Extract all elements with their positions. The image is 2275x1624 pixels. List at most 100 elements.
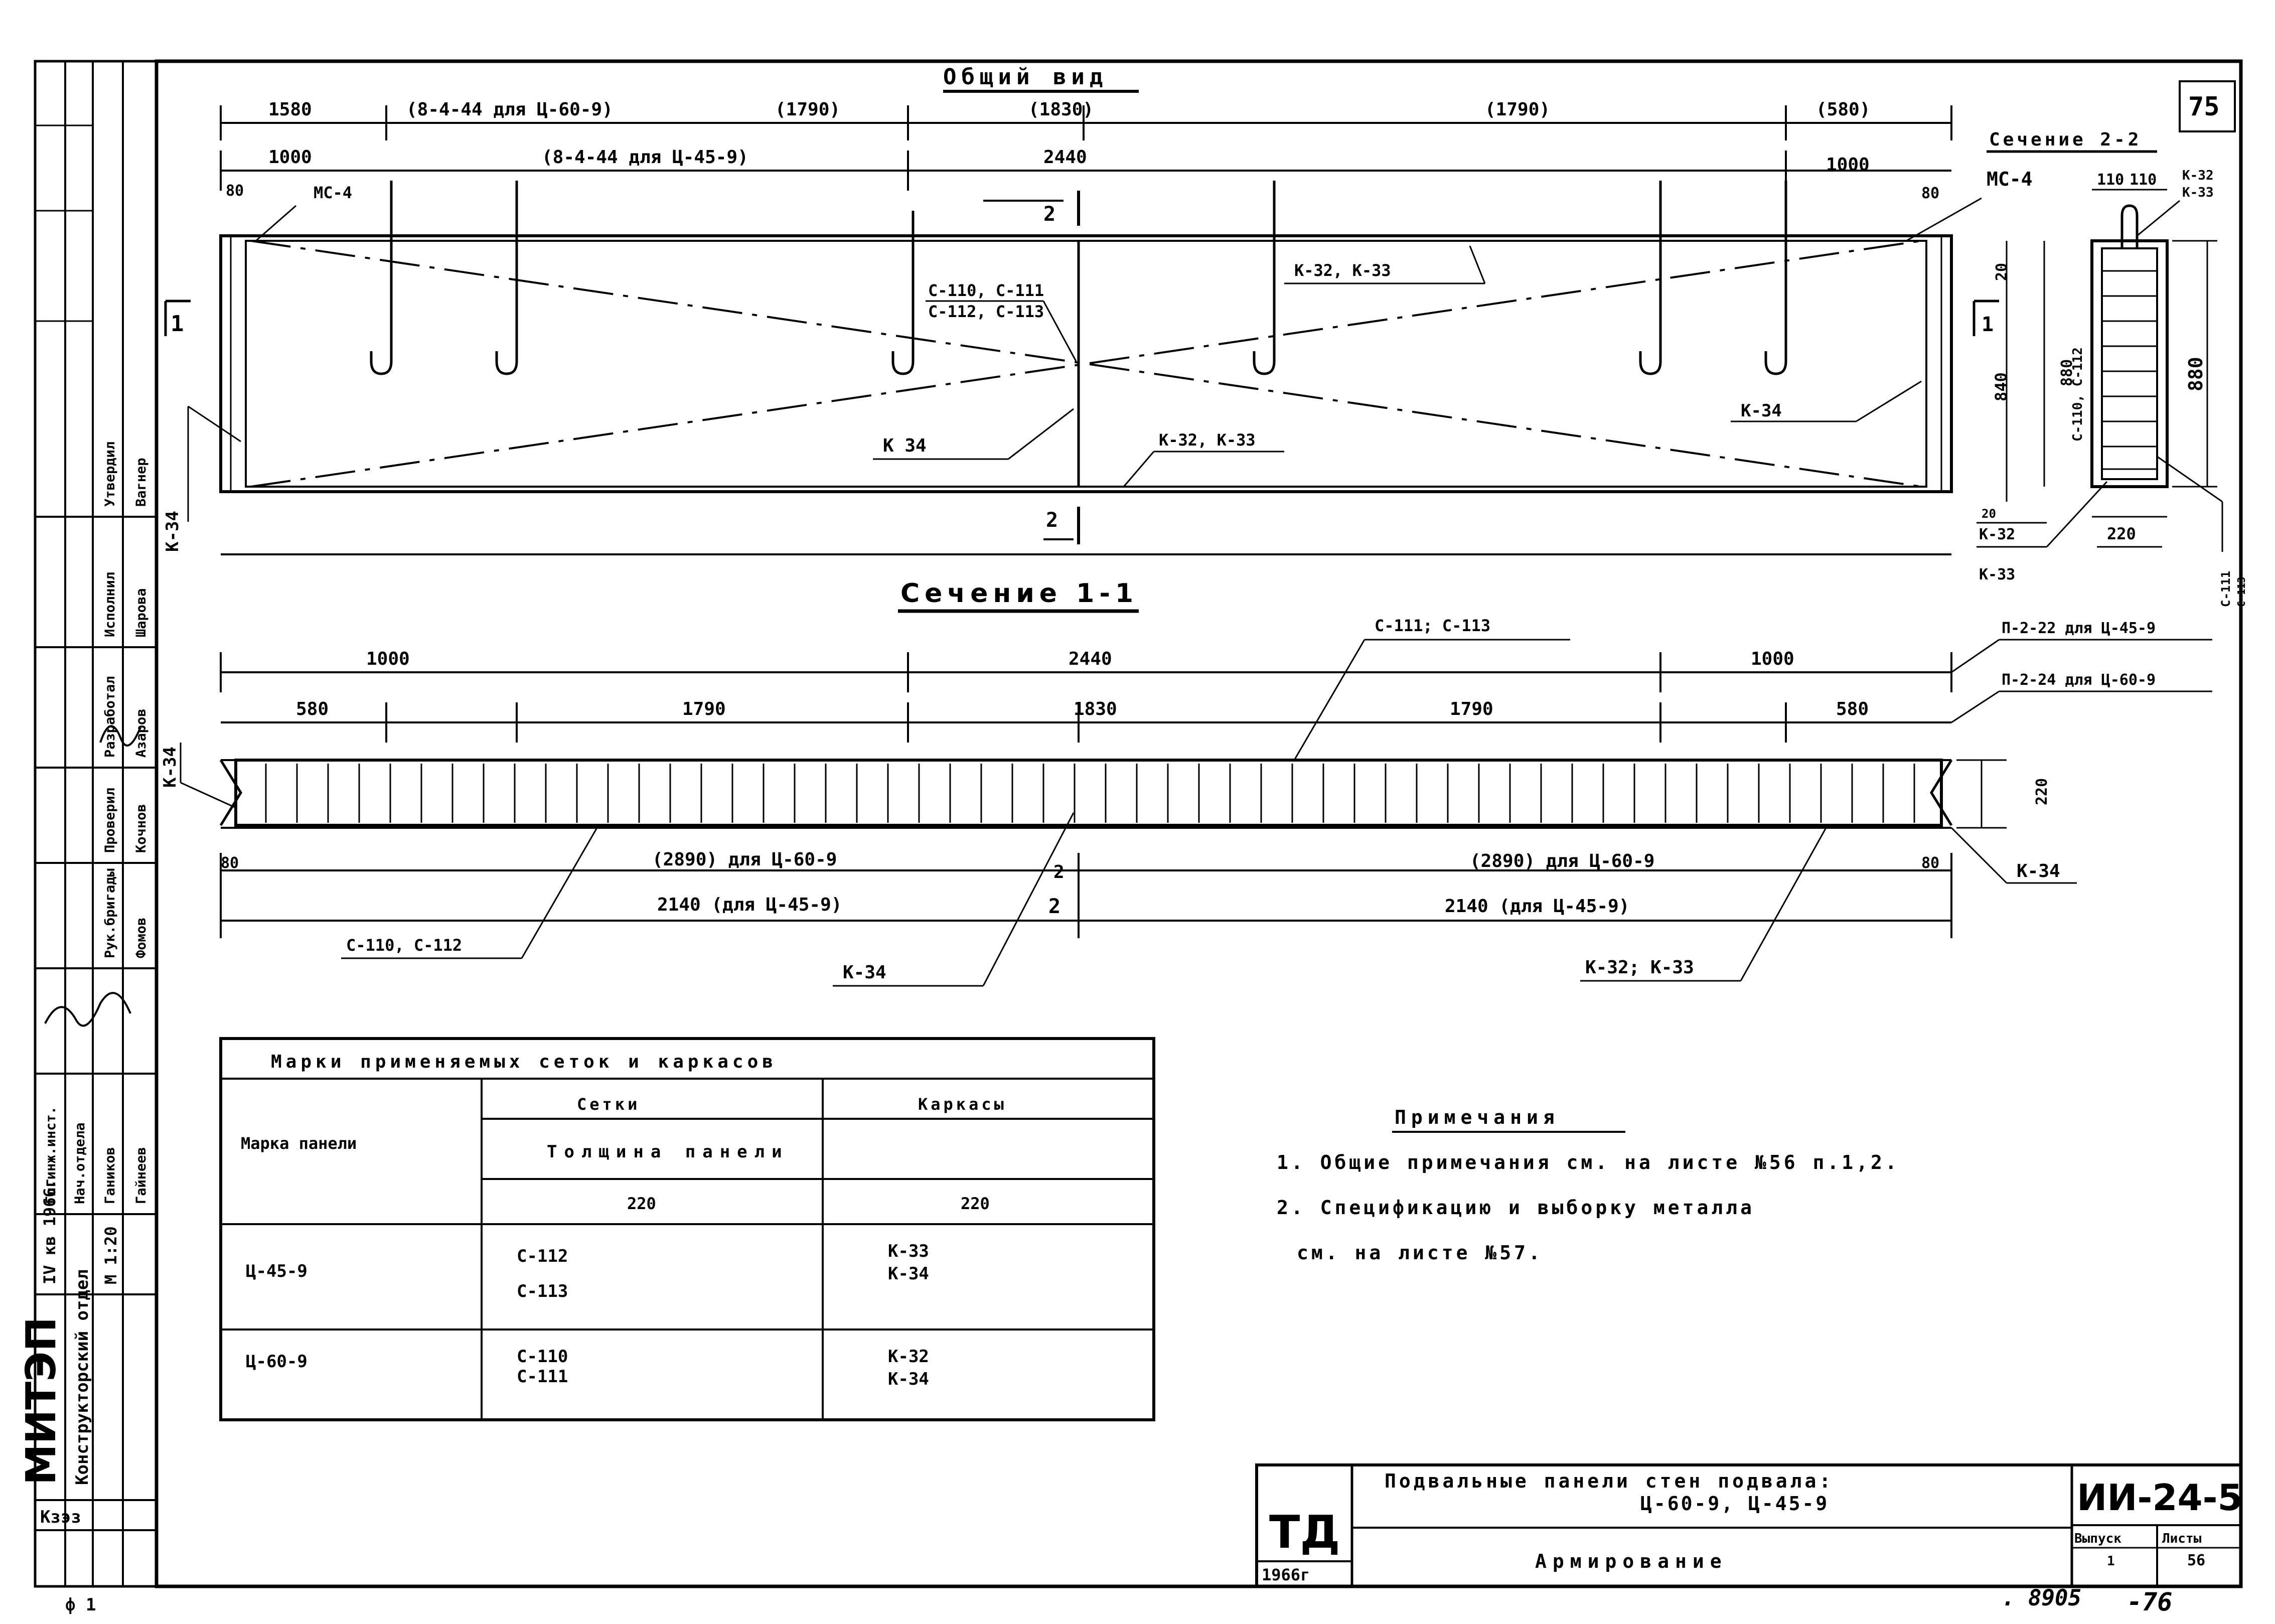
section11-len-45-left: 2140 (для Ц-45-9)	[657, 895, 842, 915]
view-section-mark-2-bottom: 2	[1046, 509, 1058, 532]
table-col2-header: Сетки	[577, 1095, 640, 1114]
stamp-list-value: 56	[2187, 1552, 2205, 1569]
side-col-6: Исполнил	[102, 572, 118, 637]
table-thickness-a: 220	[627, 1194, 656, 1213]
title-block	[1255, 1463, 2242, 1588]
stamp-title-line2: Ц-60-9, Ц-45-9	[1640, 1493, 1829, 1515]
footer-left: ф 1	[65, 1595, 96, 1615]
table-title: Марки применяемых сеток и каркасов	[271, 1052, 777, 1072]
side-name-4: Кочнов	[133, 804, 149, 853]
section22-c111: С-111	[2219, 571, 2233, 607]
section11-dim-bottom	[220, 853, 1952, 938]
panel-diagonal-2	[250, 240, 1922, 488]
section22-k32-bottom: К-32	[1979, 526, 2015, 543]
view-dim-note-60: (8-4-44 для Ц-60-9)	[406, 99, 613, 120]
table-row1-mark: Ц-45-9	[246, 1261, 308, 1281]
view-mc4-left: МС-4	[314, 183, 352, 202]
stamp-year: 1966г	[1262, 1565, 1310, 1584]
table-row2-net1: С-110	[517, 1347, 568, 1367]
view-dim-1830: (1830)	[1028, 99, 1094, 120]
section11-dim-80-right: 80	[1921, 854, 1939, 872]
section11-k34-right: К-34	[2017, 861, 2060, 881]
section11-len-45-right: 2140 (для Ц-45-9)	[1445, 896, 1629, 917]
side-col-0: Гл.инж.инст.	[43, 1106, 59, 1204]
section11-note-p2: П-2-24 для Ц-60-9	[2002, 671, 2156, 689]
view-callout-k32-bottom: К-32, К-33	[1159, 430, 1256, 450]
view-callout-c110: С-110, С-111	[928, 281, 1044, 300]
notes-title: Примечания	[1395, 1106, 1560, 1128]
section11-note-p1: П-2-22 для Ц-45-9	[2002, 620, 2156, 637]
view-dim-1790b: (1790)	[1485, 99, 1550, 120]
table-row2-frame1: К-32	[888, 1347, 929, 1367]
section22-callout-c110: С-110, С-112	[2070, 347, 2085, 441]
section11-title: Сечение 1-1	[900, 578, 1138, 609]
view-callout-k32-top: К-32, К-33	[1294, 261, 1391, 280]
signature-1	[44, 992, 131, 1027]
section22-title: Сечение 2-2	[1989, 129, 2142, 150]
panel-diagonal-1	[250, 240, 1922, 488]
footer-handwritten-sheet: -76	[2127, 1587, 2172, 1616]
section11-dim-580b: 580	[1836, 699, 1869, 719]
section11-len-60-right: (2890) для Ц-60-9	[1470, 851, 1654, 871]
side-name-6: Шарова	[133, 588, 149, 637]
side-stamp-bottom: Кзэз	[40, 1507, 81, 1527]
section11-dim-80-left: 80	[221, 854, 239, 872]
stamp-code: ИИ-24-5	[2077, 1477, 2243, 1519]
view-section-1-right: 1	[1982, 313, 1994, 336]
section22-dim-20-bottom: 20	[1982, 507, 1996, 521]
table-col3-header: Каркасы	[918, 1095, 1007, 1114]
table-row2-mark: Ц-60-9	[246, 1352, 308, 1372]
view-dim-1000a: 1000	[268, 147, 312, 168]
view-callout-k34-right: К-34	[1741, 401, 1782, 421]
section11-k34-left: К-34	[160, 747, 180, 788]
side-name-0: Гаников	[102, 1147, 118, 1204]
side-date: IV кв 1966г	[40, 1178, 59, 1284]
view-dim-2440: 2440	[1043, 147, 1087, 168]
notes-line2: 2. Спецификацию и выборку металла	[1277, 1197, 1755, 1219]
stamp-vyp-label: Выпуск	[2074, 1531, 2121, 1546]
section22-k33-bottom: К-33	[1979, 566, 2015, 583]
side-dept: Конструкторский отдел	[72, 1269, 92, 1485]
table-col1-header: Марка панели	[241, 1134, 357, 1153]
section11-dim-1790a: 1790	[682, 699, 726, 719]
view-mark-80-left: 80	[226, 182, 244, 200]
section22-outline	[2090, 239, 2169, 488]
section11-dim-row-2: 580 1790 1830 1790 580	[221, 699, 1951, 743]
section22-dim-840: 840	[1992, 372, 2011, 401]
side-name-1: Гайнеев	[133, 1147, 149, 1204]
side-col-3: Рук.бригады	[102, 868, 118, 958]
lifting-hooks	[370, 181, 1787, 375]
section11-cage-outline	[234, 759, 1943, 827]
section11-dim-580a: 580	[296, 699, 329, 719]
section22-dim-110a: 110	[2097, 171, 2124, 189]
side-name-7: Вагнер	[133, 458, 149, 507]
stamp-list-label: Листы	[2162, 1531, 2202, 1546]
section11-dim-2440: 2440	[1069, 649, 1112, 669]
signature-2	[99, 725, 141, 747]
section11-dim-1000a: 1000	[366, 649, 410, 669]
view-dim-1790a: (1790)	[775, 99, 840, 120]
table-thickness-b: 220	[961, 1194, 990, 1213]
section11-dim-1790b: 1790	[1450, 699, 1493, 719]
side-org: МИТЭП	[18, 1317, 65, 1485]
section22-dim-110b: 110	[2130, 171, 2157, 189]
side-col-7: Утвердил	[102, 441, 118, 507]
view-callout-c112: С-112, С-113	[928, 302, 1044, 321]
section22-dim-20-top: 20	[1993, 263, 2011, 281]
section22-k33: К-33	[2182, 185, 2214, 200]
section11-len-60-left: (2890) для Ц-60-9	[652, 849, 837, 870]
section11-callout-c110: С-110, С-112	[346, 936, 462, 955]
notes-line3: см. на листе №57.	[1297, 1242, 1543, 1264]
side-col-5: Разработал	[102, 676, 118, 758]
view-dim-note-45: (8-4-44 для Ц-45-9)	[542, 147, 748, 168]
section11-dim-220: 220	[2033, 778, 2051, 805]
view-title: Общий вид	[943, 64, 1108, 90]
section22-dim-220: 220	[2107, 524, 2136, 543]
side-col-1: Нач.отдела	[72, 1122, 88, 1204]
marks-table	[219, 1037, 1155, 1421]
section11-callout-k32: К-32; К-33	[1585, 957, 1694, 978]
side-name-3: Фомов	[133, 918, 149, 958]
view-dim-1000b: 1000	[1826, 155, 1870, 175]
stamp-subtitle: Армирование	[1535, 1550, 1728, 1572]
stamp-vyp-value: 1	[2107, 1554, 2115, 1569]
